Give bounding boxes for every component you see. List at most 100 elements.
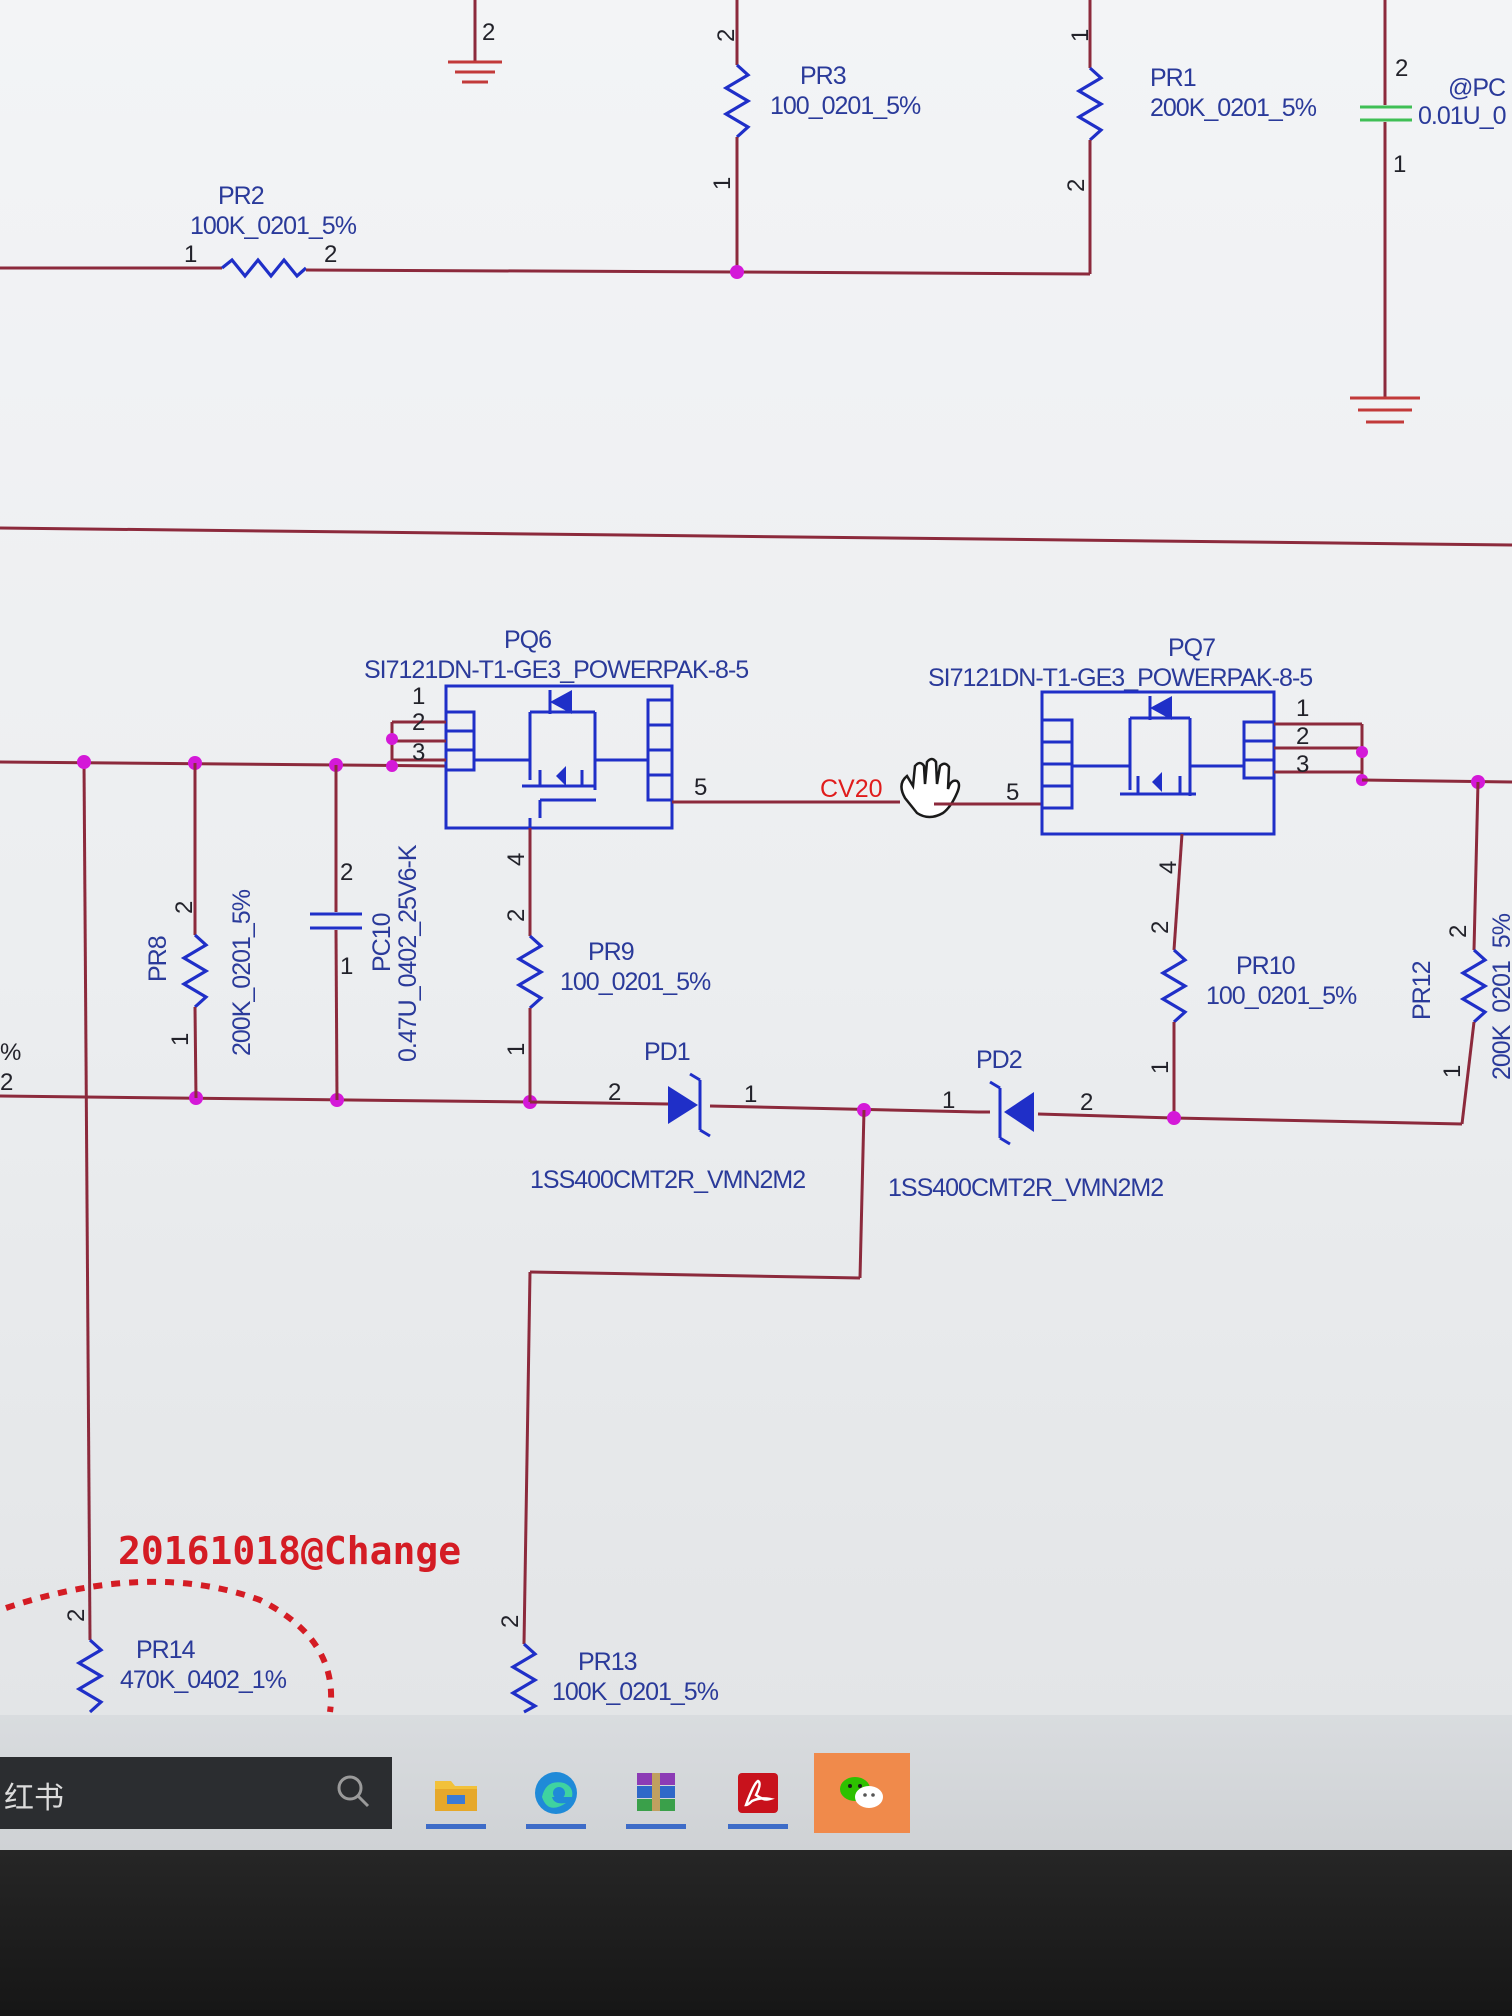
net-label-cv20[interactable]: CV20 — [820, 775, 883, 803]
taskbar-app-file-explorer[interactable] — [412, 1753, 500, 1833]
active-indicator — [728, 1824, 788, 1829]
pc10-value: 0.47U_0402_25V6-K — [394, 844, 422, 1062]
pd1-ref: PD1 — [644, 1038, 690, 1066]
pr2-value: 100K_0201_5% — [190, 212, 357, 240]
resistor-pr12[interactable]: 2 1 PR12 200K_0201_5% — [1408, 781, 1512, 1125]
pd2-ref: PD2 — [976, 1046, 1022, 1074]
pr3-ref: PR3 — [800, 62, 846, 90]
pr12-return-wire — [1173, 1116, 1463, 1126]
bottom-wire-left — [0, 1094, 531, 1104]
pr2-pin-left: 1 — [184, 241, 197, 268]
pq6-pin-5: 5 — [694, 774, 707, 801]
pd2-wire-right — [1037, 1112, 1175, 1120]
pr12-pin-top: 2 — [1445, 925, 1472, 938]
wire-to-pr13-a — [858, 1109, 866, 1279]
schematic-canvas[interactable]: 2 2 1 PR3 100_0201_5% 1 2 PR1 200K_0201_… — [0, 0, 1512, 1715]
wire-to-pr13-b — [529, 1270, 861, 1280]
change-note-dashed-arc — [5, 1578, 335, 1713]
folder-icon — [435, 1781, 477, 1811]
wechat-icon — [840, 1777, 883, 1808]
left-edge-fragment-2: 2 — [0, 1069, 13, 1096]
active-indicator — [426, 1824, 486, 1829]
pq7-pin-2: 2 — [1296, 723, 1309, 750]
resistor-pr14[interactable]: 2 PR14 470K_0402_1% — [63, 1609, 288, 1714]
resistor-pr8[interactable]: 2 1 PR8 200K_0201_5% — [144, 763, 256, 1099]
pq7-pin-3: 3 — [1296, 751, 1309, 778]
pr1-pin-top: 1 — [1067, 29, 1094, 42]
resistor-pr13[interactable]: 2 PR13 100K_0201_5% — [497, 1615, 720, 1714]
resistor-pr10[interactable]: 2 1 PR10 100_0201_5% — [1147, 921, 1358, 1118]
capacitor-pc10[interactable]: 2 1 PC10 0.47U_0402_25V6-K — [310, 765, 422, 1101]
mosfet-pq7[interactable]: PQ7 SI7121DN-T1-GE3_POWERPAK-8-5 1 2 3 5 — [928, 634, 1368, 951]
pr13-ref: PR13 — [578, 1648, 637, 1676]
acrobat-icon — [738, 1773, 778, 1813]
rail-wire-right — [1361, 778, 1512, 784]
pr14-pin-top: 2 — [63, 1609, 90, 1622]
taskbar-app-acrobat[interactable] — [714, 1753, 802, 1833]
pd1-pin-right: 1 — [744, 1081, 757, 1108]
pr9-pin-top: 2 — [503, 909, 530, 922]
pr8-ref: PR8 — [144, 936, 172, 982]
pr8-pin-top: 2 — [171, 901, 198, 914]
gnd-pin-number: 2 — [482, 19, 495, 46]
search-text: 红书 — [4, 1781, 64, 1816]
resistor-pr9[interactable]: 2 1 PR9 100_0201_5% — [503, 909, 712, 1102]
left-edge-fragment-1: % — [0, 1039, 21, 1066]
pq7-pin-5: 5 — [1006, 779, 1019, 806]
pr14-value: 470K_0402_1% — [120, 1666, 287, 1694]
taskbar-app-wechat[interactable] — [814, 1753, 910, 1833]
pd1-value: 1SS400CMT2R_VMN2M2 — [530, 1166, 805, 1194]
taskbar-search-box[interactable]: 红书 — [0, 1757, 392, 1829]
capacitor-pc-top[interactable]: 2 1 @PC 0.01U_0 — [1350, 0, 1507, 424]
pq6-pin-3: 3 — [412, 739, 425, 766]
resistor-pr1[interactable]: 1 2 PR1 200K_0201_5% — [1063, 0, 1318, 274]
resistor-pr3[interactable]: 2 1 PR3 100_0201_5% — [709, 0, 922, 272]
diode-pd1[interactable]: 2 1 PD1 1SS400CMT2R_VMN2M2 — [530, 1038, 806, 1194]
mosfet-pq6[interactable]: PQ6 SI7121DN-T1-GE3_POWERPAK-8-5 1 2 3 — [364, 626, 900, 936]
pq7-junction-pin2 — [1356, 746, 1368, 758]
pr9-pin-bottom: 1 — [503, 1043, 530, 1056]
pr10-pin-top: 2 — [1147, 921, 1174, 934]
pq6-junction-pin2 — [386, 733, 398, 745]
edge-icon — [535, 1772, 577, 1814]
pr12-ref: PR12 — [1408, 961, 1436, 1020]
taskbar-app-edge[interactable] — [512, 1753, 600, 1833]
rail-wire-left — [0, 760, 446, 768]
pc-top-ref: @PC — [1448, 74, 1506, 102]
pc-top-value: 0.01U_0 — [1418, 102, 1506, 130]
monitor-bezel — [0, 1850, 1512, 2016]
pc10-ref: PC10 — [368, 913, 396, 972]
pq7-pin-1: 1 — [1296, 695, 1309, 722]
junction-pr10 — [1167, 1111, 1181, 1125]
winrar-icon — [637, 1773, 675, 1811]
pc-top-pin-bottom: 1 — [1393, 151, 1406, 178]
pd1-pin-left: 2 — [608, 1079, 621, 1106]
section-divider — [0, 526, 1512, 547]
pr1-value: 200K_0201_5% — [1150, 94, 1317, 122]
junction-top-pr3 — [730, 265, 744, 279]
pr12-value: 200K_0201_5% — [1488, 913, 1512, 1080]
pr13-pin-top: 2 — [497, 1615, 524, 1628]
pr10-ref: PR10 — [1236, 952, 1295, 980]
pc-top-pin-top: 2 — [1395, 55, 1408, 82]
diode-pd2[interactable]: 1 2 PD2 1SS400CMT2R_VMN2M2 — [888, 1046, 1164, 1202]
pq7-pin-4: 4 — [1155, 861, 1182, 874]
pr13-value: 100K_0201_5% — [552, 1678, 719, 1706]
pq6-value: SI7121DN-T1-GE3_POWERPAK-8-5 — [364, 656, 748, 684]
pd2-value: 1SS400CMT2R_VMN2M2 — [888, 1174, 1163, 1202]
resistor-pr2[interactable]: 1 2 PR2 100K_0201_5% — [0, 182, 1091, 279]
pr9-value: 100_0201_5% — [560, 968, 711, 996]
vertical-net-left — [82, 761, 92, 1641]
pq6-ref: PQ6 — [504, 626, 551, 654]
junction-rail-1 — [77, 755, 91, 769]
pq6-pin-1: 1 — [412, 683, 425, 710]
pd1-wire-left — [529, 1100, 669, 1106]
taskbar: 红书 — [0, 1715, 1512, 1850]
search-icon[interactable] — [336, 1774, 370, 1808]
pr10-pin-bottom: 1 — [1147, 1061, 1174, 1074]
taskbar-app-winrar[interactable] — [612, 1753, 700, 1833]
active-indicator — [626, 1824, 686, 1829]
change-note: 20161018@Change — [118, 1529, 461, 1573]
pr8-pin-bottom: 1 — [167, 1033, 194, 1046]
pr3-pin-bottom: 1 — [709, 177, 736, 190]
